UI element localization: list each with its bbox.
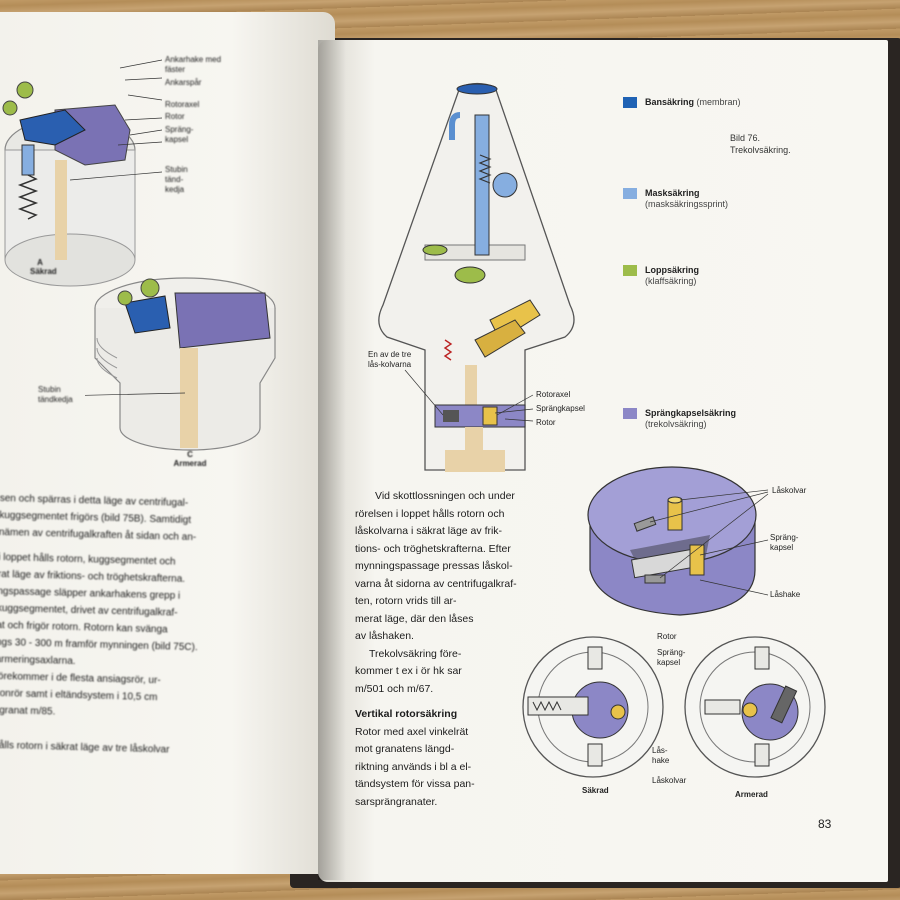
label-stubin: Stubin tänd-kedja (165, 165, 188, 194)
body-line: varna åt sidorna av centrifugalkraf- (355, 577, 517, 590)
body-line: Trekolvsäkring före- (369, 647, 462, 660)
page-number: 83 (818, 817, 832, 831)
label-lashake-2: Lås-hake (652, 746, 670, 765)
fig-c-caption: C Armerad (173, 450, 207, 468)
body-line: m/501 och m/67. (355, 682, 434, 695)
body-line: av låshaken. (355, 630, 414, 642)
body-line: mot granatens längd- (355, 743, 455, 755)
label-laskolvar-2: Låskolvar (652, 776, 687, 785)
body-line: mynningspassage pressas låskol- (355, 560, 513, 572)
body-line: sarsprängranater. (355, 795, 438, 808)
legend-swatch (623, 188, 637, 199)
label-lashake: Låshake (770, 590, 801, 599)
caption-sakrad: Säkrad (582, 786, 609, 795)
section-heading: Vertikal rotorsäkring (355, 708, 458, 720)
label-stubin-c: Stubin tändkedja (38, 385, 73, 404)
label-sprangkapsel-2: Spräng-kapsel (770, 533, 799, 552)
label-sprang: Spräng-kapsel (165, 125, 194, 144)
left-body-text: sen och spärras i detta läge av centrifu… (0, 490, 300, 762)
label-laskolvar: Låskolvar (772, 486, 807, 495)
caption-line-2: Trekolvsäkring. (730, 145, 791, 155)
fig-a-caption: A Säkrad (30, 258, 57, 276)
label-en-av-de-tre: En av de tre lås-kolvarna (368, 350, 412, 369)
legend-sub: (masksäkringssprint) (645, 199, 729, 209)
body-line: låskolvarna i säkrat läge av frik- (355, 525, 503, 537)
body-line: tions- och tröghetskrafterna. Efter (355, 542, 511, 555)
caption-line-1: Bild 76. (730, 133, 761, 143)
legend-swatch (623, 265, 637, 276)
legend-name: Loppsäkring (645, 265, 700, 275)
body-line: merat läge, där den låses (355, 612, 474, 625)
label-ankarspar: Ankarspår (165, 78, 202, 87)
caption-armerad: Armerad (735, 790, 768, 799)
circle-diagram-sakrad (522, 636, 664, 778)
body-line: rörelsen i loppet hålls rotorn och (355, 507, 505, 520)
legend-sub: (klaffsäkring) (645, 276, 697, 286)
body-line: Vid skottlossningen och under (375, 490, 515, 502)
label-rotoraxel-right: Rotoraxel (536, 390, 571, 399)
body-line: kommer t ex i ör hk sar (355, 665, 462, 677)
label-sprangkapsel-right: Sprängkapsel (536, 404, 585, 413)
label-rotor-right: Rotor (536, 418, 556, 427)
legend-name: Bansäkring (645, 97, 695, 107)
legend-sub: (membran) (696, 97, 741, 107)
legend-name: Sprängkapselsäkring (645, 408, 737, 418)
legend-sub: (trekolvsäkring) (645, 419, 707, 429)
label-rotor-2: Rotor (657, 632, 677, 641)
label-rotor: Rotor (165, 112, 185, 121)
circle-diagram-armerad (684, 636, 826, 778)
right-body-text: Vid skottlossningen och under rörelsen i… (355, 488, 570, 811)
label-sprangkapsel-3: Spräng-kapsel (657, 648, 686, 667)
label-ankarhake: Ankarhake med fäster (165, 55, 222, 74)
label-rotoraxel: Rotoraxel (165, 100, 200, 109)
left-diagram-c (85, 277, 276, 451)
rotor-cylinder-diagram (587, 466, 769, 616)
body-line: ten, rotorn vrids till ar- (355, 595, 457, 607)
body-line: riktning används i bl a el- (355, 760, 472, 773)
legend-name: Masksäkring (645, 188, 700, 198)
legend-swatch (623, 408, 637, 419)
legend-swatch (623, 97, 637, 108)
cone-fuze-diagram (378, 82, 575, 472)
body-line: Rotor med axel vinkelrät (355, 725, 469, 738)
body-line: tändsystem för vissa pan- (355, 778, 475, 790)
page-gutter-shadow (318, 40, 346, 880)
left-diagram-a (2, 59, 163, 287)
figure-caption: Bild 76. Trekolvsäkring. (730, 132, 791, 156)
